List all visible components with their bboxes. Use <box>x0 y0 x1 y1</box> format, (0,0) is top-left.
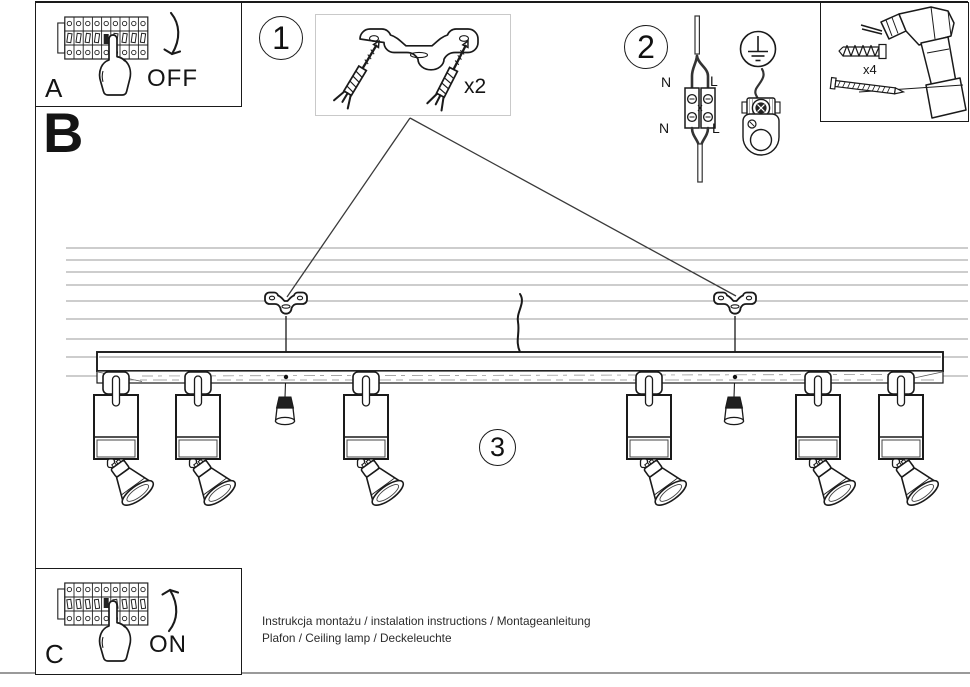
off-label: OFF <box>147 65 198 92</box>
spotlight <box>795 371 860 511</box>
spotlight <box>343 371 408 511</box>
lamp-rail <box>96 351 944 384</box>
power-cable-icon <box>516 293 523 353</box>
on-label: ON <box>149 631 187 658</box>
ground-clamp-icon <box>741 97 781 156</box>
spotlight <box>878 371 943 511</box>
ground-symbol-icon <box>739 30 777 68</box>
drill-icon <box>858 6 967 119</box>
arrow-up-icon <box>161 588 180 633</box>
left-border-line <box>34 1 36 675</box>
top-border-line <box>35 1 968 3</box>
tools-box: x4 <box>820 2 969 122</box>
terminal-block-icon <box>684 87 716 129</box>
step-3-number: 3 <box>489 432 506 462</box>
step-2-number: 2 <box>637 28 655 65</box>
section-b-letter: B <box>43 101 84 164</box>
screw-icon <box>829 76 906 95</box>
step-a-box: OFF A <box>35 2 242 107</box>
arrow-down-icon <box>163 11 182 56</box>
wire-top-l-label: L <box>710 73 718 89</box>
spotlight <box>626 371 691 511</box>
anchor-qty-label: x4 <box>863 62 877 77</box>
wire-bottom-l-label: L <box>712 120 720 136</box>
step-1-circle: 1 <box>259 16 303 60</box>
step-2-circle: 2 <box>624 25 668 69</box>
spotlights-layer <box>93 371 943 511</box>
wiring-diagram <box>684 15 781 183</box>
step-c-letter: C <box>45 639 64 669</box>
hand-press-icon <box>98 34 132 96</box>
circuit-breaker-icon <box>57 16 149 60</box>
spotlight <box>93 371 158 511</box>
page-bottom-edge <box>0 671 970 675</box>
anchor-screws-icon <box>333 39 469 112</box>
wall-plug-icon <box>838 43 887 60</box>
mounting-bracket-large-icon <box>359 28 479 71</box>
wire-bottom-n-label: N <box>659 120 670 136</box>
bracket-parts-box: x2 <box>315 14 511 116</box>
hanging-screw <box>274 382 296 426</box>
wire-top-n-label: N <box>661 74 672 90</box>
spotlight <box>175 371 240 511</box>
hand-press-icon <box>98 600 132 662</box>
hanging-screw <box>723 382 745 426</box>
footer-text: Instrukcja montażu / instalation instruc… <box>262 613 591 647</box>
step-1-number: 1 <box>272 19 290 56</box>
step-c-box: ON C <box>35 568 242 675</box>
step-3-circle: 3 <box>479 429 516 466</box>
footer-line-2: Plafon / Ceiling lamp / Deckeleuchte <box>262 631 452 645</box>
footer-line-1: Instrukcja montażu / instalation instruc… <box>262 614 591 628</box>
callout-lines <box>286 117 737 298</box>
bracket-qty-label: x2 <box>464 75 487 98</box>
step-a-letter: A <box>45 73 63 103</box>
